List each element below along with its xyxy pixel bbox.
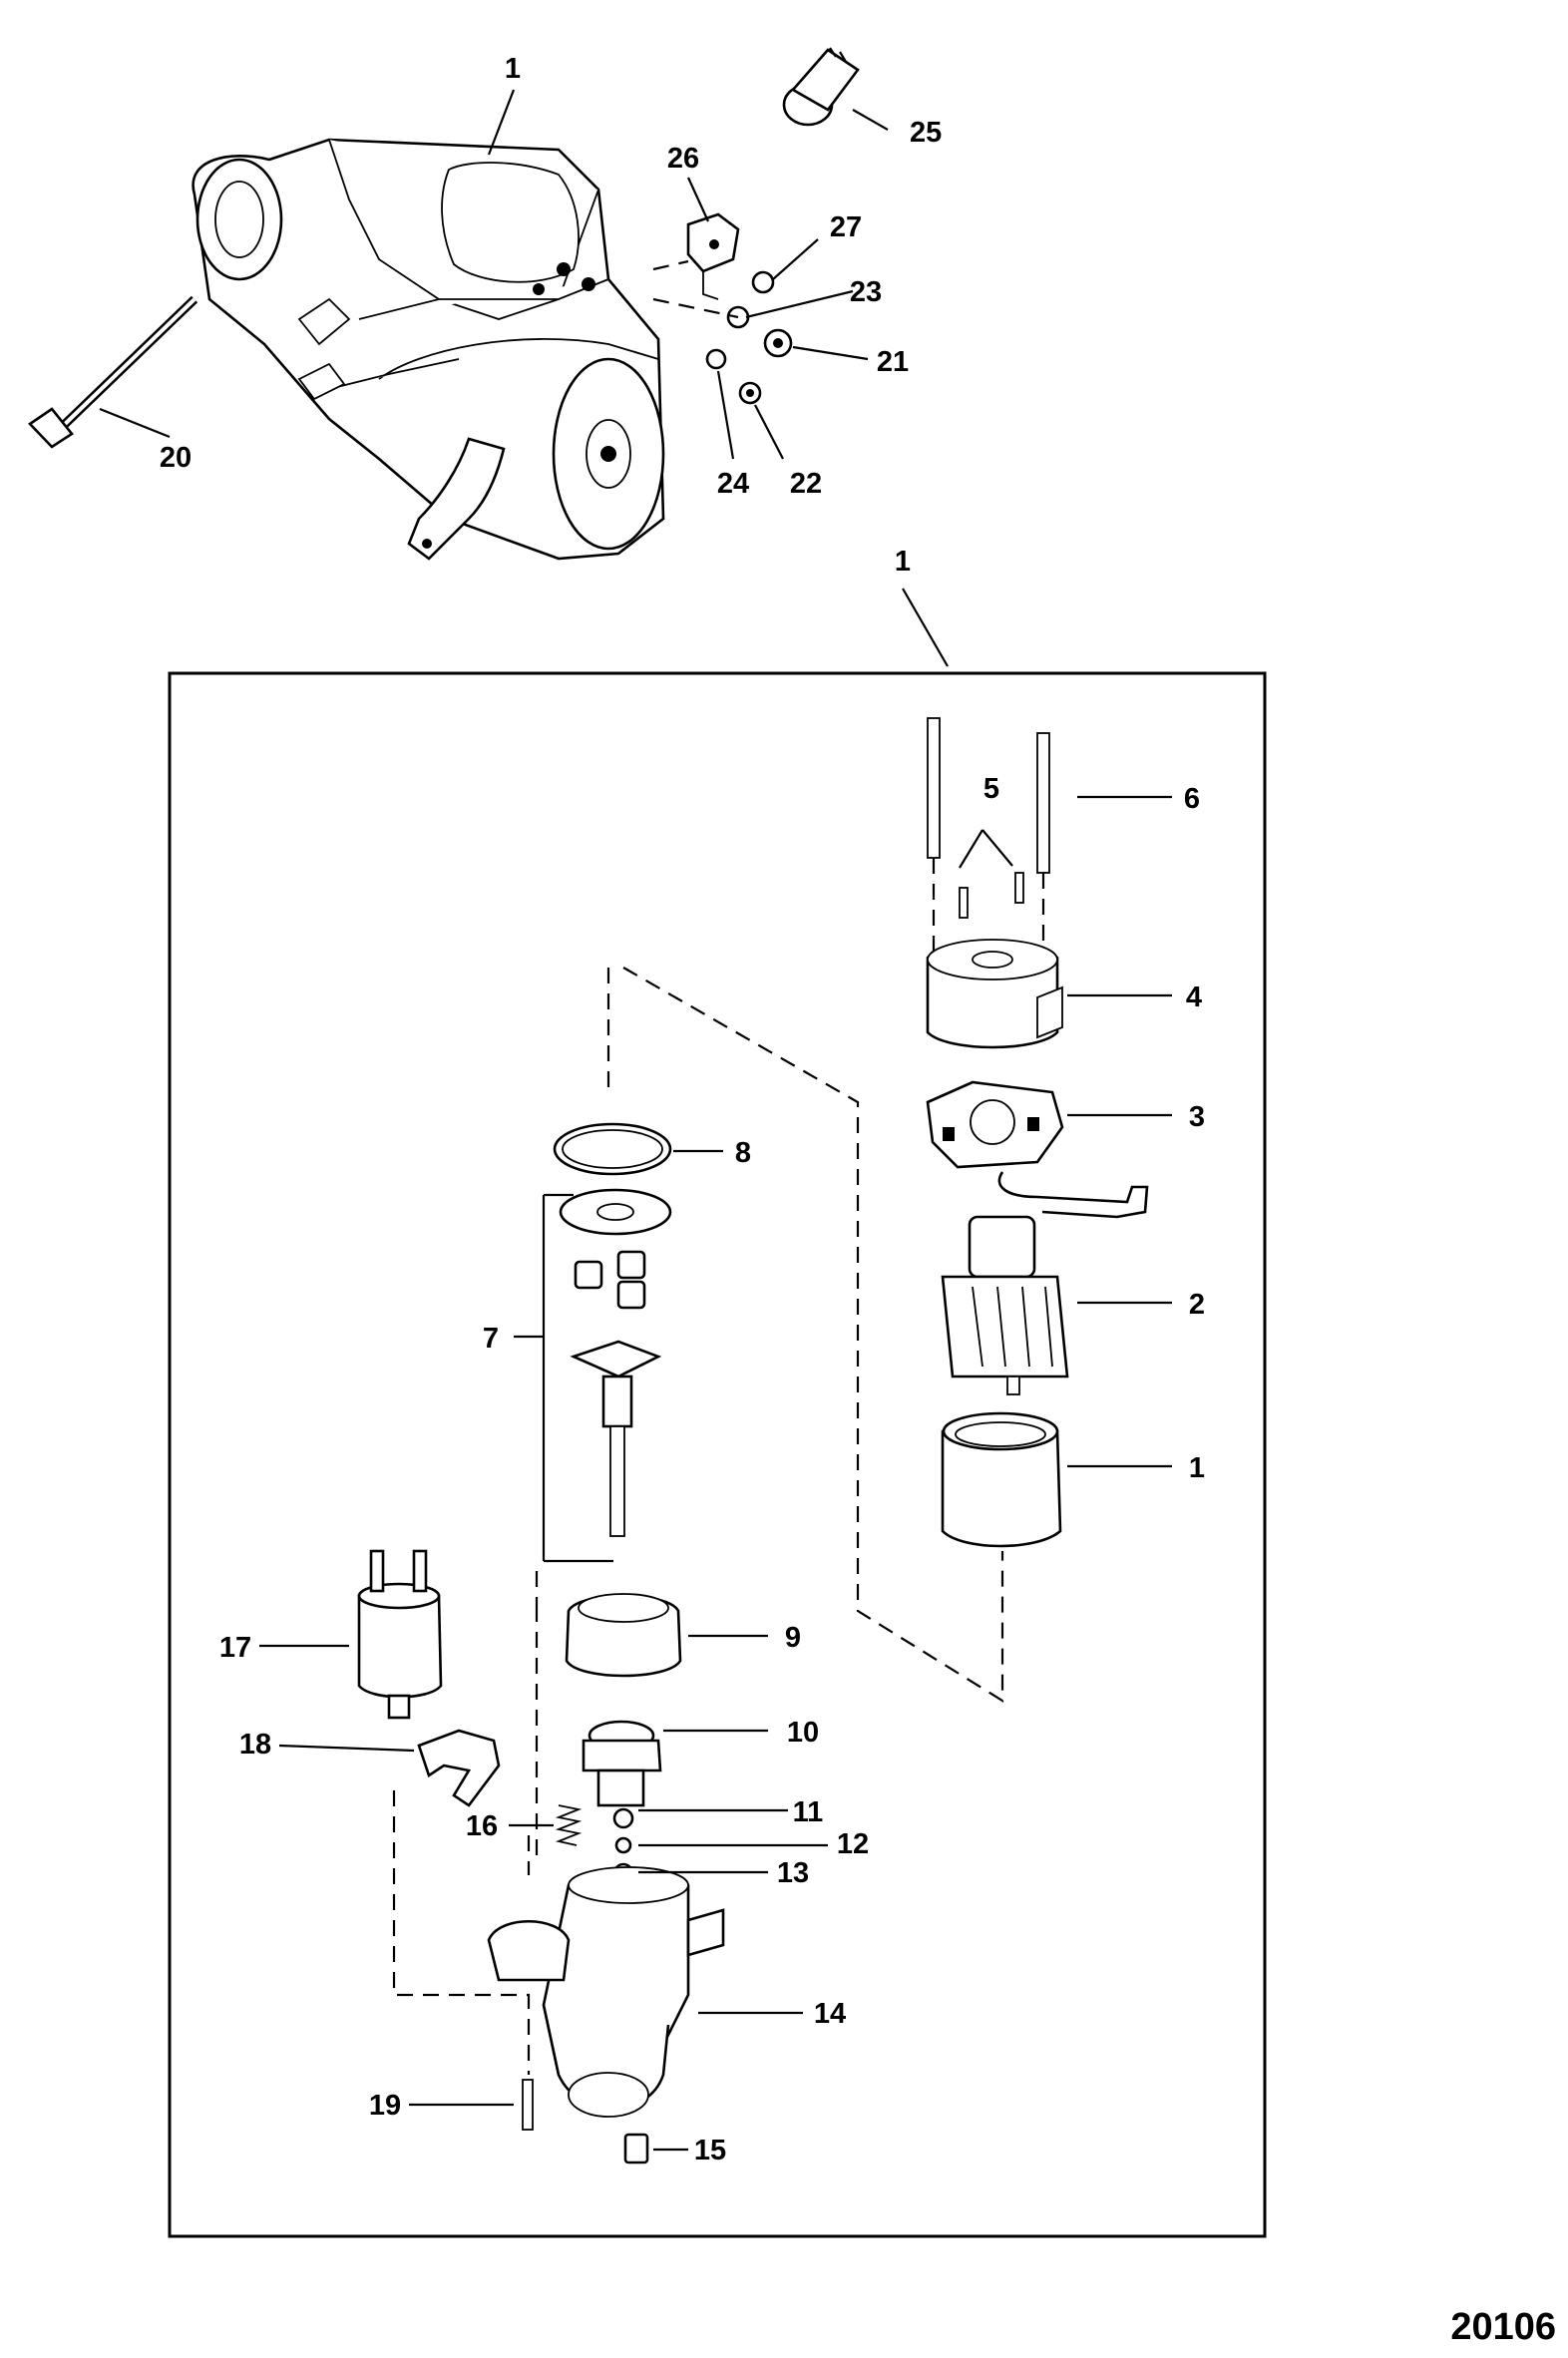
callout-21: 21 xyxy=(877,346,909,378)
nut-part-27 xyxy=(751,270,775,294)
snap-ring-part-12 xyxy=(614,1836,632,1854)
through-bolts-part-6 xyxy=(927,717,1050,953)
callout-7: 7 xyxy=(483,1323,499,1355)
callout-24: 24 xyxy=(717,468,749,500)
drive-gear-part-10 xyxy=(582,1720,662,1807)
callout-27: 27 xyxy=(830,211,862,243)
callout-14: 14 xyxy=(814,1998,846,2030)
callout-19: 19 xyxy=(369,2090,401,2122)
callout-3: 3 xyxy=(1189,1101,1205,1133)
callout-1-inner: 1 xyxy=(1189,1452,1205,1484)
callout-10: 10 xyxy=(787,1717,819,1749)
callout-1-top: 1 xyxy=(505,53,521,85)
end-cap-part-4 xyxy=(926,939,1063,1049)
callout-16: 16 xyxy=(466,1810,498,1842)
washer-part-24 xyxy=(705,348,727,370)
starter-motor-assembled xyxy=(28,47,860,561)
armature-part-2 xyxy=(941,1215,1069,1395)
callout-26: 26 xyxy=(667,143,699,175)
retainer-part-11 xyxy=(612,1807,634,1829)
spring-part-16 xyxy=(555,1804,583,1846)
callout-25: 25 xyxy=(910,117,942,149)
terminal-boot-part-25 xyxy=(782,47,860,127)
callout-13: 13 xyxy=(777,1857,809,1889)
long-bolt-part-20 xyxy=(28,295,198,449)
callout-18: 18 xyxy=(239,1729,271,1761)
callout-9: 9 xyxy=(785,1622,801,1654)
screws-part-5 xyxy=(959,872,1024,919)
shift-lever-part-18 xyxy=(417,1729,501,1807)
exploded-view-frame xyxy=(168,671,1267,2238)
bracket-part-26 xyxy=(686,212,740,300)
callout-15: 15 xyxy=(694,2135,726,2166)
assembly-label: 1 xyxy=(895,546,911,578)
callout-20: 20 xyxy=(160,442,192,474)
bolt-part-19 xyxy=(522,2079,534,2131)
callout-labels: 1 25 26 27 23 21 20 24 22 1 5 6 4 3 8 2 … xyxy=(160,53,1205,2166)
callout-5: 5 xyxy=(983,773,999,805)
callout-17: 17 xyxy=(219,1632,251,1664)
callout-6: 6 xyxy=(1184,783,1200,815)
planetary-gear-set-part-7 xyxy=(542,1188,672,1563)
callout-23: 23 xyxy=(850,276,882,308)
callout-22: 22 xyxy=(790,468,822,500)
callout-12: 12 xyxy=(837,1828,869,1860)
ring-gear-part-9 xyxy=(565,1593,682,1678)
brush-holder-part-3 xyxy=(926,1080,1149,1219)
callout-2: 2 xyxy=(1189,1289,1205,1321)
solenoid-part-17 xyxy=(357,1549,443,1720)
callout-4: 4 xyxy=(1186,982,1202,1013)
callout-8: 8 xyxy=(735,1137,751,1169)
figure-number: 20106 xyxy=(1450,2306,1556,2348)
field-frame-part-1 xyxy=(941,1411,1062,1548)
callout-11: 11 xyxy=(793,1796,824,1828)
drive-housing-part-14 xyxy=(487,1866,725,2118)
bushing-part-15 xyxy=(623,2133,649,2164)
